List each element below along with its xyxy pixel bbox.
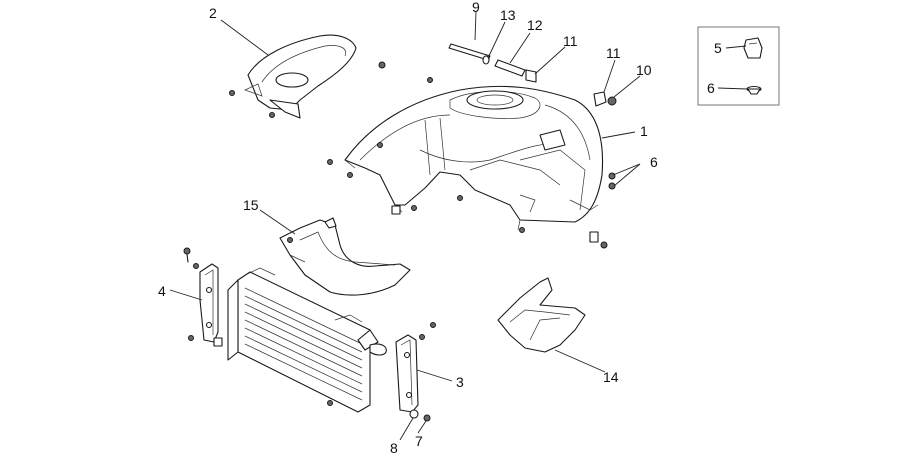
radiator <box>227 267 387 413</box>
callout-11-side: 11 <box>606 45 621 61</box>
callout-3: 3 <box>456 374 464 390</box>
callout-labels: 1 2 3 4 5 6 6 7 8 9 10 11 11 12 13 14 15 <box>158 0 722 455</box>
fuel-tank-cover <box>344 85 604 231</box>
callout-6-inset: 6 <box>707 80 715 96</box>
callout-13: 13 <box>500 7 516 23</box>
side-panel <box>497 277 586 353</box>
fasteners <box>183 43 617 422</box>
right-bracket <box>395 334 419 413</box>
callout-1: 1 <box>640 123 648 139</box>
callout-11-grommet: 11 <box>563 33 578 49</box>
callout-7: 7 <box>415 433 423 449</box>
left-bracket <box>199 263 219 343</box>
callout-6-tank: 6 <box>650 154 658 170</box>
callout-4: 4 <box>158 283 166 299</box>
callout-12: 12 <box>527 17 543 33</box>
leader-lines <box>169 11 748 441</box>
callout-15: 15 <box>243 197 259 213</box>
upper-cover <box>244 34 357 119</box>
callout-9: 9 <box>472 0 480 15</box>
callout-2: 2 <box>209 5 217 21</box>
callout-10: 10 <box>636 62 652 78</box>
callout-5: 5 <box>714 40 722 56</box>
callout-14: 14 <box>603 369 619 385</box>
hardware-inset <box>697 26 780 106</box>
callout-8: 8 <box>390 440 398 455</box>
lower-panel <box>279 217 411 296</box>
